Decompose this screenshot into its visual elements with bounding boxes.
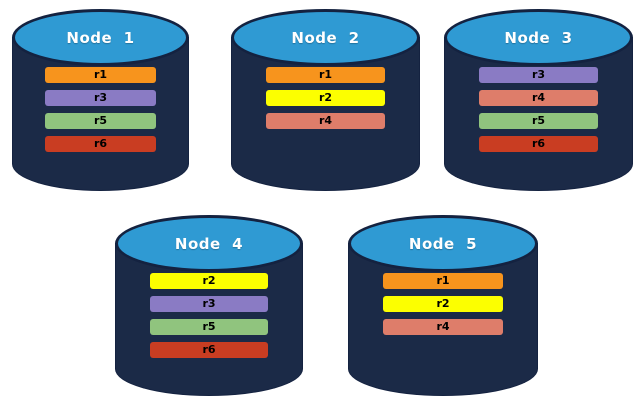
node-cylinder-5: Node 5 r1 r2 r4: [348, 215, 538, 396]
replica-bar: r4: [383, 319, 503, 335]
node-cylinder-1: Node 1 r1 r3 r5 r6: [12, 9, 189, 191]
cylinder-top-ellipse: Node 1: [12, 9, 189, 66]
node-title: Node 4: [174, 234, 244, 253]
replica-bar: r1: [265, 67, 386, 83]
cylinder-top-ellipse: Node 3: [444, 9, 633, 66]
replica-bar: r6: [44, 136, 157, 152]
replica-bar: r4: [265, 113, 386, 129]
replica-bar: r5: [478, 113, 599, 129]
cylinder-top-ellipse: Node 5: [348, 215, 538, 272]
node-title: Node 2: [291, 28, 360, 47]
replica-bar-list: r1 r3 r5 r6: [12, 67, 189, 152]
replica-bar: r4: [478, 90, 599, 106]
replica-bar: r3: [149, 296, 269, 312]
replica-bar: r1: [383, 273, 503, 289]
replica-bar: r5: [44, 113, 157, 129]
node-cylinder-2: Node 2 r1 r2 r4: [231, 9, 420, 191]
replica-bar: r5: [149, 319, 269, 335]
replica-bar: r6: [149, 342, 269, 358]
node-title: Node 3: [504, 28, 573, 47]
replica-bar: r2: [383, 296, 503, 312]
replica-bar-list: r3 r4 r5 r6: [444, 67, 633, 152]
node-cylinder-3: Node 3 r3 r4 r5 r6: [444, 9, 633, 191]
replica-bar: r2: [265, 90, 386, 106]
replica-bar: r1: [44, 67, 157, 83]
replica-bar-list: r2 r3 r5 r6: [115, 273, 303, 358]
replica-bar: r3: [44, 90, 157, 106]
node-title: Node 5: [408, 234, 478, 253]
replica-bar-list: r1 r2 r4: [348, 273, 538, 335]
node-cylinder-4: Node 4 r2 r3 r5 r6: [115, 215, 303, 396]
replica-bar: r2: [149, 273, 269, 289]
replica-bar-list: r1 r2 r4: [231, 67, 420, 129]
replica-bar: r6: [478, 136, 599, 152]
cylinder-top-ellipse: Node 2: [231, 9, 420, 66]
cylinder-top-ellipse: Node 4: [115, 215, 303, 272]
replica-bar: r3: [478, 67, 599, 83]
node-title: Node 1: [66, 28, 135, 47]
